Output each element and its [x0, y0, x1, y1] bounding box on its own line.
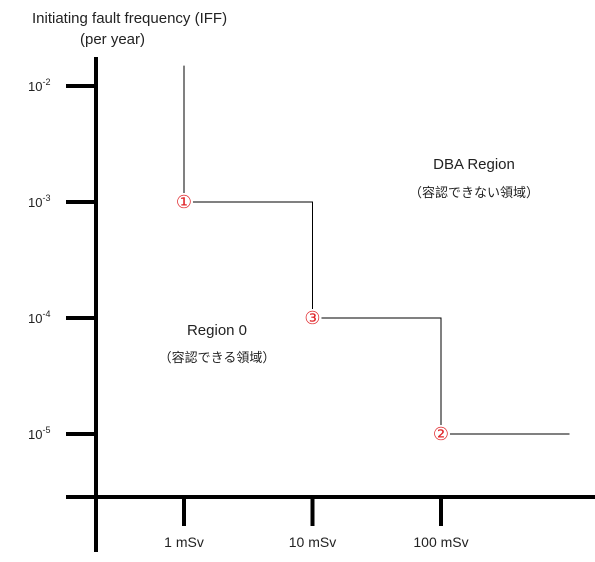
y-tick-label: 10-3 — [28, 193, 50, 210]
y-axis-unit-label: (per year) — [80, 31, 146, 48]
annotations-group: DBA Region （容認できない領域） Region 0 （容認できる領域） — [159, 156, 539, 365]
y-tick-label: 10-5 — [28, 425, 50, 442]
x-tick-label: 10 mSv — [289, 534, 336, 550]
marker-bg — [432, 425, 450, 443]
marker-bg — [175, 193, 193, 211]
y-tick-label-base: 10 — [28, 79, 42, 94]
y-tick-label-exponent: -5 — [42, 425, 50, 435]
markers-group: ① ③ ② — [175, 192, 450, 444]
series-group — [183, 65, 570, 435]
region-region0-title: Region 0 — [187, 322, 247, 339]
y-tick-label-exponent: -2 — [42, 77, 50, 87]
marker-bg — [303, 309, 322, 327]
marker-label: ② — [433, 424, 449, 444]
x-tick-label: 1 mSv — [164, 534, 204, 550]
y-tick-label-base: 10 — [28, 195, 42, 210]
region-region0-subtitle: （容認できる領域） — [159, 350, 276, 365]
x-tick-label: 100 mSv — [413, 534, 468, 550]
y-tick-label: 10-4 — [28, 309, 50, 326]
y-tick-label-exponent: -4 — [42, 309, 50, 319]
series-line — [183, 65, 570, 435]
region-dba-subtitle: （容認できない領域） — [409, 185, 539, 200]
y-tick-label: 10-2 — [28, 77, 50, 94]
marker-label: ③ — [304, 308, 320, 328]
region-dba-title: DBA Region — [433, 156, 515, 173]
y-tick-label-exponent: -3 — [42, 193, 50, 203]
y-tick-label-base: 10 — [28, 311, 42, 326]
marker-label: ① — [176, 192, 192, 212]
y-axis-label: Initiating fault frequency (IFF) — [32, 10, 228, 27]
y-tick-label-base: 10 — [28, 427, 42, 442]
